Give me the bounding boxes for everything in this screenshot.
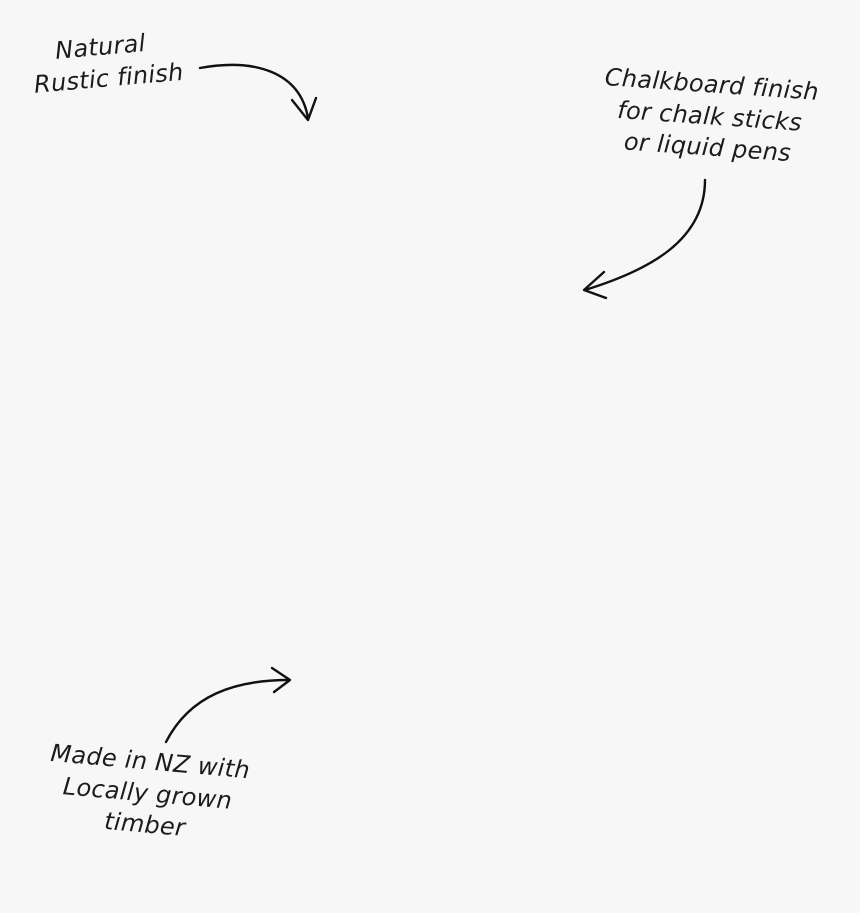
arrow-curved-right-icon: [164, 666, 292, 744]
arrow-curved-down-icon: [198, 63, 318, 122]
arrow-curved-left-icon: [582, 178, 707, 300]
